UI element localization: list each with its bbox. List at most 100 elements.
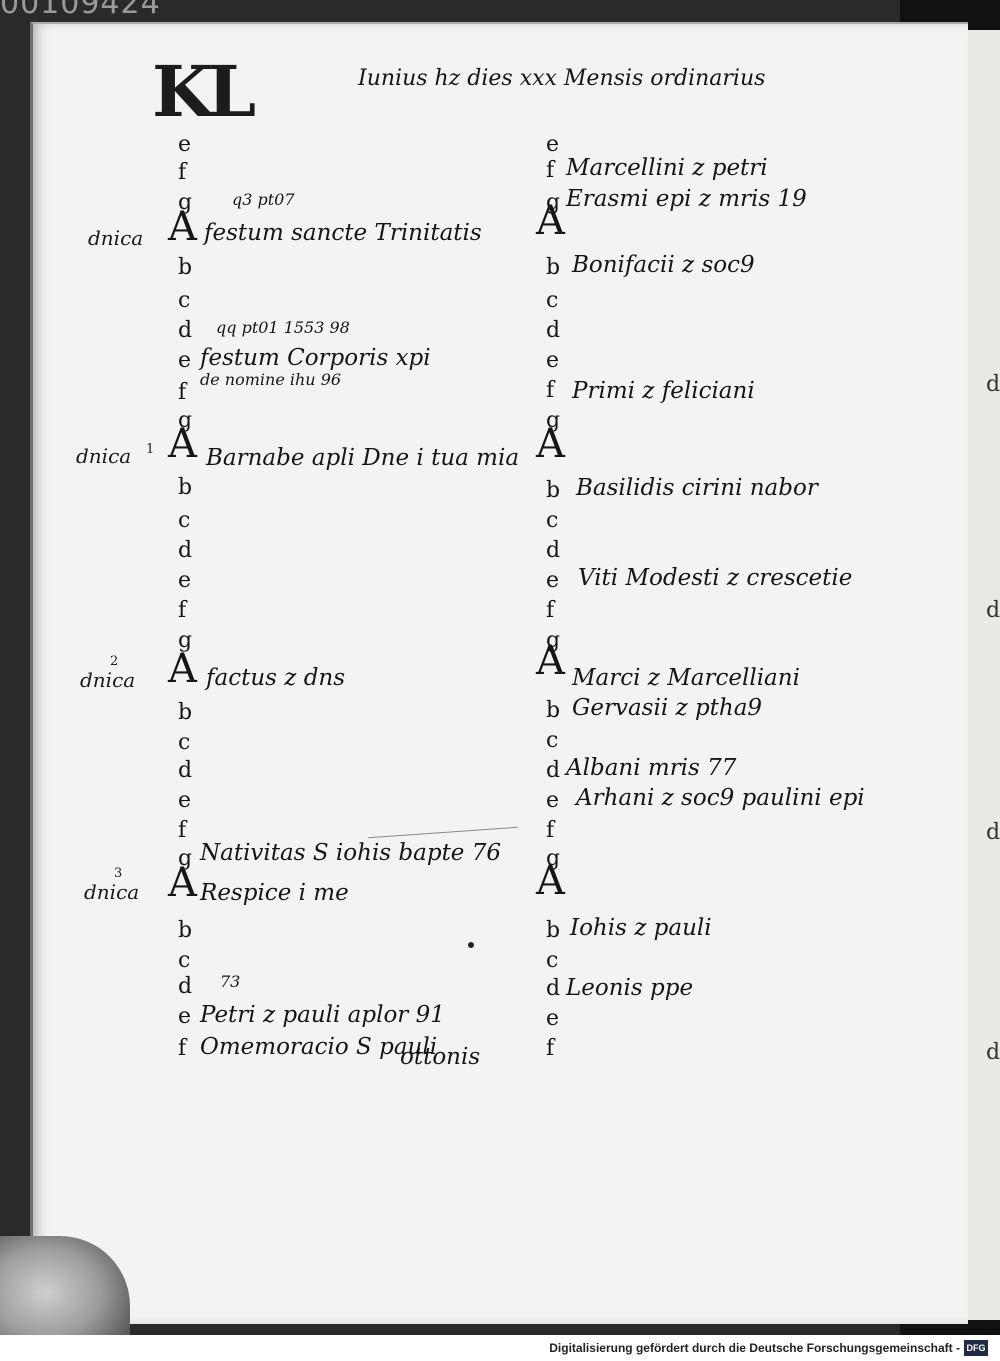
dominical-letter: f [546, 598, 555, 623]
dominical-letter: g [178, 190, 193, 215]
dominical-letter: A [168, 646, 197, 692]
dominical-letter: b [546, 478, 561, 503]
feast-entry: Marci z Marcelliani [572, 665, 800, 691]
dominical-letter: c [546, 728, 559, 753]
dominical-letter: d [546, 538, 561, 563]
ink-dot [468, 942, 474, 948]
feast-entry: Viti Modesti z crescetie [578, 565, 853, 591]
dominical-letter: c [546, 948, 559, 973]
dominical-letter: d [546, 976, 561, 1001]
dominical-letter: g [546, 408, 561, 433]
sunday-number: 1 [146, 442, 155, 457]
dominical-letter: b [546, 255, 561, 280]
feast-entry: Gervasii z ptha9 [572, 695, 763, 721]
sunday-label: dnica [76, 444, 132, 468]
dominical-letter: d [178, 538, 193, 563]
marginal-note: 73 [220, 972, 241, 991]
dominical-letter: c [178, 288, 191, 313]
feast-entry: Primi z feliciani [572, 378, 755, 404]
dominical-letter: e [178, 1004, 192, 1029]
dominical-letter: f [546, 1036, 555, 1061]
dominical-letter: e [546, 1006, 560, 1031]
sunday-number: 2 [110, 654, 119, 669]
dominical-letter: c [546, 508, 559, 533]
adjacent-page-mark: d [986, 820, 1000, 845]
dominical-letter: A [536, 638, 565, 684]
sunday-label: dnica [84, 880, 140, 904]
dominical-letter: b [178, 255, 193, 280]
manuscript-page [30, 22, 968, 1324]
feast-entry: Basilidis cirini nabor [576, 475, 818, 501]
feast-entry: Marcellini z petri [566, 155, 768, 181]
dominical-letter: f [178, 160, 187, 185]
dominical-letter: A [536, 421, 565, 467]
dominical-letter: c [178, 730, 191, 755]
dominical-letter: e [178, 348, 192, 373]
adjacent-page-mark: d [986, 598, 1000, 623]
adjacent-page-mark: d [986, 372, 1000, 397]
dominical-letter: b [546, 918, 561, 943]
dominical-letter: b [546, 698, 561, 723]
dominical-letter: e [178, 568, 192, 593]
sunday-label: dnica [88, 226, 144, 250]
dominical-letter: f [178, 1036, 187, 1061]
feast-entry: Petri z pauli aplor 91 [200, 1002, 445, 1028]
dominical-letter: A [168, 421, 197, 467]
dominical-letter: A [536, 198, 565, 244]
feast-entry: Respice i me [200, 880, 349, 906]
feast-entry: ottonis [400, 1044, 481, 1070]
dominical-letter: A [168, 860, 197, 906]
marginal-note: q3 pt07 [232, 190, 295, 209]
dominical-letter: c [178, 948, 191, 973]
dominical-letter: g [546, 190, 561, 215]
feast-entry: Iohis z pauli [570, 915, 712, 941]
dominical-letter: f [178, 380, 187, 405]
kalend-initial: KL [152, 50, 256, 133]
adjacent-page-mark: d [986, 1040, 1000, 1065]
dominical-letter: f [546, 378, 555, 403]
dominical-letter: d [546, 318, 561, 343]
dominical-letter: e [546, 568, 560, 593]
feast-entry: Bonifacii z soc9 [572, 252, 755, 278]
dominical-letter: A [168, 204, 197, 250]
dominical-letter: e [546, 132, 560, 157]
month-heading: Iunius hz dies xxx Mensis ordinarius [358, 66, 766, 91]
dominical-letter: b [178, 475, 193, 500]
dominical-letter: g [178, 628, 193, 653]
feast-entry: Omemoracio S pauli [200, 1034, 438, 1060]
feast-entry: Arhani z soc9 paulini epi [576, 785, 865, 811]
dominical-letter: g [178, 408, 193, 433]
dominical-letter: e [546, 348, 560, 373]
dominical-letter: d [178, 318, 193, 343]
scan-id-label: 00109424 [0, 0, 161, 21]
sunday-number: 3 [114, 866, 123, 881]
feast-entry: Leonis ppe [566, 975, 694, 1001]
footer-bar [0, 1335, 1000, 1361]
feast-entry: festum Corporis xpi [200, 345, 431, 371]
dfg-logo: DFG [964, 1340, 988, 1356]
dominical-letter: c [546, 288, 559, 313]
dominical-letter: e [178, 788, 192, 813]
dominical-letter: c [178, 508, 191, 533]
dominical-letter: d [178, 974, 193, 999]
feast-entry: factus z dns [206, 665, 346, 691]
dominical-letter: f [178, 598, 187, 623]
sunday-label: dnica [80, 668, 136, 692]
dominical-letter: b [178, 700, 193, 725]
dominical-letter: g [178, 846, 193, 871]
dominical-letter: d [546, 758, 561, 783]
feast-entry: Nativitas S iohis bapte 76 [200, 840, 501, 866]
dominical-letter: e [178, 132, 192, 157]
dominical-letter: g [546, 628, 561, 653]
funding-notice: Digitalisierung gefördert durch die Deut… [549, 1341, 960, 1355]
marginal-note: de nomine ihu 96 [200, 370, 342, 389]
feast-entry: Erasmi epi z mris 19 [566, 186, 807, 212]
dominical-letter: b [178, 918, 193, 943]
dominical-letter: e [546, 788, 560, 813]
feast-entry: Albani mris 77 [566, 755, 737, 781]
dominical-letter: d [178, 758, 193, 783]
dominical-letter: g [546, 846, 561, 871]
dominical-letter: f [546, 818, 555, 843]
marginal-note: qq pt01 1553 98 [216, 318, 350, 337]
dominical-letter: A [536, 858, 565, 904]
